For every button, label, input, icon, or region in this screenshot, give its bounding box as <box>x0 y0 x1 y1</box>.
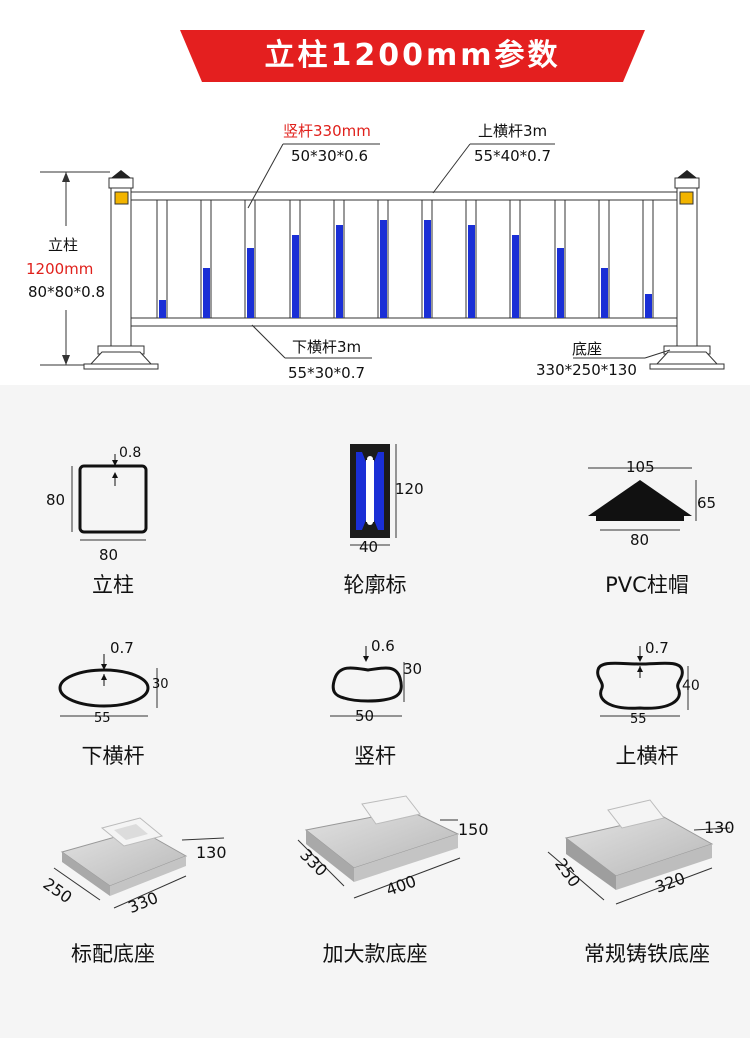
fence-bar-reflector <box>380 220 387 318</box>
vertical-bar-profile-icon <box>330 646 405 717</box>
bottom-rail-caption: 下横杆 <box>81 744 145 768</box>
vertical-bar-label: 竖杆330mm <box>283 122 371 140</box>
fence-bar-reflector <box>424 220 431 318</box>
pvc-cap-profile-icon <box>588 467 697 531</box>
fence-bar-reflector <box>336 225 343 318</box>
post-thickness: 0.8 <box>119 445 142 461</box>
top-rail-profile-icon <box>596 646 689 717</box>
bottom-rail-height-dim: 30 <box>152 677 169 692</box>
bottom-rail-width-dim: 55 <box>94 711 111 726</box>
title-banner: 立柱1200mm参数 <box>180 30 645 82</box>
top-rail-height-dim: 40 <box>682 678 700 694</box>
post-caption: 立柱 <box>92 573 134 597</box>
fence-bar-reflector <box>203 268 210 318</box>
vertical-bar-height-dim: 30 <box>403 660 423 678</box>
profiles-row-2 <box>58 646 689 717</box>
reflector-caption: 轮廓标 <box>343 573 407 597</box>
post-profile-icon <box>71 454 148 541</box>
bottom-rail-profile-icon <box>58 654 158 717</box>
bottom-rail-thickness: 0.7 <box>110 639 134 657</box>
top-rail-thickness: 0.7 <box>645 639 669 657</box>
vertical-bar-caption: 竖杆 <box>354 744 396 768</box>
fence-bar-reflector <box>601 268 608 318</box>
top-rail-caption: 上横杆 <box>615 744 679 768</box>
vertical-bar-spec: 50*30*0.6 <box>291 147 369 165</box>
cap-height-dim: 65 <box>697 494 717 512</box>
cast-base-height: 130 <box>704 818 735 837</box>
profiles-row-1 <box>71 444 697 546</box>
cast-base-icon <box>547 799 731 905</box>
fence-drawing <box>40 143 725 370</box>
top-rail-label: 上横杆3m <box>478 122 548 140</box>
post-width-dim: 80 <box>99 546 119 564</box>
reflector-width-dim: 40 <box>359 538 379 556</box>
cap-caption: PVC柱帽 <box>605 573 689 597</box>
standard-base-icon <box>53 817 225 909</box>
fence-bar-reflector <box>645 294 652 318</box>
post-height: 1200mm <box>26 260 94 278</box>
reflector-profile-icon <box>350 444 397 546</box>
fence-bar-reflector <box>292 235 299 318</box>
standard-base-caption: 标配底座 <box>71 942 155 966</box>
vertical-bar-thickness: 0.6 <box>371 637 395 655</box>
reflector-height-dim: 120 <box>395 480 424 498</box>
banner-title: 立柱1200mm参数 <box>264 38 561 73</box>
large-base-icon <box>297 795 461 899</box>
cap-bottom-dim: 80 <box>630 531 650 549</box>
bottom-rail-label: 下横杆3m <box>292 338 362 356</box>
post-height-dim: 80 <box>46 491 66 509</box>
standard-base-height: 130 <box>196 843 227 862</box>
base-label: 底座 <box>572 340 603 358</box>
fence-bar-reflector <box>468 225 475 318</box>
post-spec: 80*80*0.8 <box>28 283 106 301</box>
post-label: 立柱 <box>48 236 79 254</box>
fence-bar-reflector <box>247 248 254 318</box>
top-rail-width-dim: 55 <box>630 712 647 727</box>
fence-bar-reflector <box>159 300 166 318</box>
bottom-rail-spec: 55*30*0.7 <box>288 364 366 382</box>
bases-row <box>53 795 731 909</box>
base-spec: 330*250*130 <box>536 361 637 379</box>
vertical-bar-width-dim: 50 <box>355 707 375 725</box>
cap-top-dim: 105 <box>626 458 655 476</box>
fence-bar-reflector <box>512 235 519 318</box>
cast-base-caption: 常规铸铁底座 <box>584 942 710 966</box>
large-base-caption: 加大款底座 <box>322 942 428 966</box>
top-rail-spec: 55*40*0.7 <box>474 147 552 165</box>
large-base-height: 150 <box>458 820 489 839</box>
banner-shape <box>180 30 645 82</box>
fence-bar-reflector <box>557 248 564 318</box>
